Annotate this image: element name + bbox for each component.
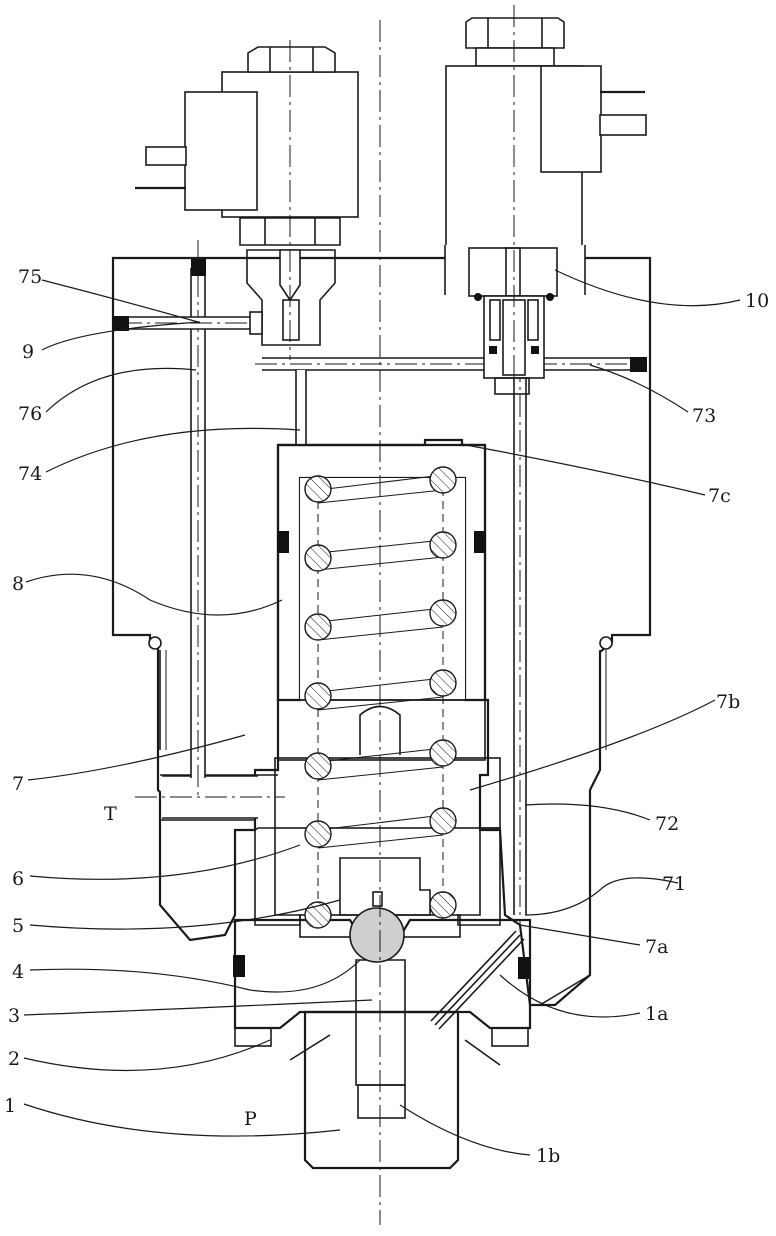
label-10: 10 — [745, 290, 769, 312]
label-1a: 1a — [645, 1003, 668, 1025]
section-mark-left — [290, 1035, 330, 1060]
label-75: 75 — [18, 266, 42, 288]
label-2: 2 — [8, 1048, 20, 1070]
ball-4 — [350, 892, 404, 962]
label-76: 76 — [18, 403, 42, 425]
label-3: 3 — [8, 1005, 20, 1027]
left-solenoid — [135, 40, 358, 360]
label-5: 5 — [12, 915, 24, 937]
port-label-p: P — [244, 1108, 257, 1130]
label-1b: 1b — [536, 1145, 560, 1167]
label-71: 71 — [662, 873, 686, 895]
passage-72 — [514, 360, 526, 930]
label-7b: 7b — [716, 691, 740, 713]
port-label-t: T — [104, 803, 117, 825]
label-1: 1 — [4, 1095, 16, 1117]
label-4: 4 — [12, 961, 24, 983]
label-6: 6 — [12, 868, 24, 890]
passage-1a — [431, 931, 524, 1029]
passage-73 — [255, 358, 645, 370]
label-74: 74 — [18, 463, 42, 485]
label-7a: 7a — [645, 936, 668, 958]
label-7: 7 — [12, 773, 24, 795]
passage-74 — [296, 370, 306, 445]
label-7c: 7c — [708, 485, 731, 507]
right-solenoid — [445, 5, 646, 400]
label-73: 73 — [692, 405, 716, 427]
label-72: 72 — [655, 813, 679, 835]
label-8: 8 — [12, 573, 24, 595]
label-9: 9 — [22, 341, 34, 363]
ring-2 — [235, 1028, 528, 1046]
section-mark-right — [465, 1040, 500, 1065]
